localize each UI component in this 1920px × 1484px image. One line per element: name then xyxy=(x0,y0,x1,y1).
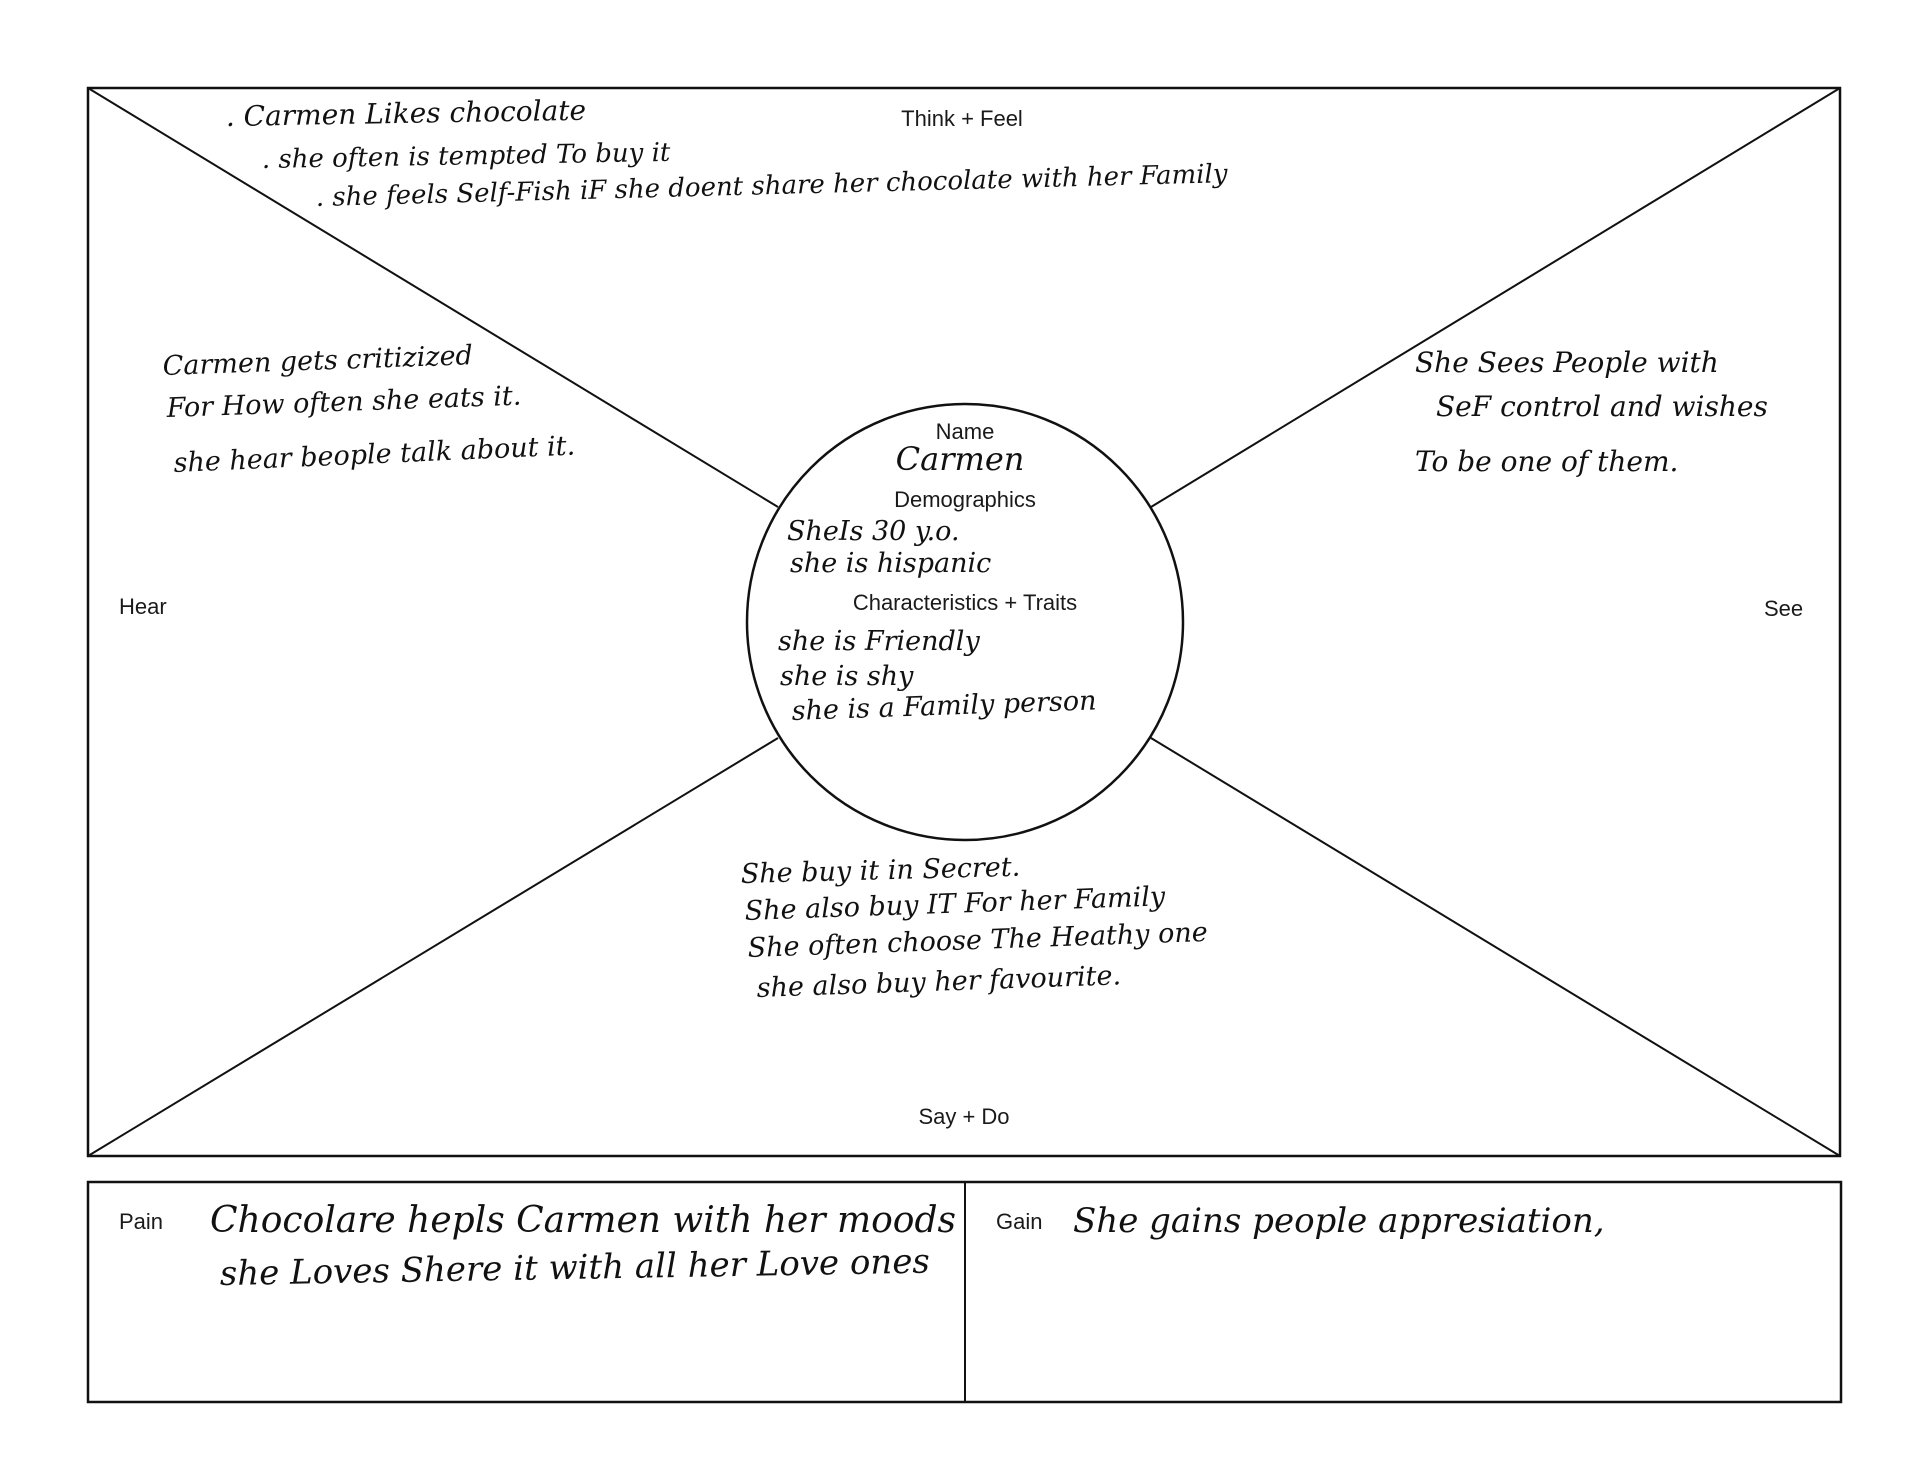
gain-label: Gain xyxy=(996,1209,1042,1234)
say-note-1: She buy it in Secret. xyxy=(740,852,1020,890)
say-note-4: she also buy her favourite. xyxy=(756,960,1121,1004)
think-note-1: . Carmen Likes chocolate xyxy=(226,94,587,133)
think-feel-label: Think + Feel xyxy=(901,106,1023,131)
demographic-age: SheIs 30 y.o. xyxy=(787,516,960,547)
think-note-2: . she often is tempted To buy it xyxy=(262,138,672,175)
say-do-label: Say + Do xyxy=(918,1104,1009,1129)
see-note-3: To be one of them. xyxy=(1415,445,1678,478)
see-label: See xyxy=(1764,596,1803,621)
divider-bottom-left xyxy=(87,737,779,1157)
divider-bottom-right xyxy=(1150,737,1841,1157)
divider-top-right xyxy=(1150,87,1841,508)
hear-note-2: For How often she eats it. xyxy=(165,381,522,424)
demographic-ethnicity: she is hispanic xyxy=(790,548,991,579)
hear-note-1: Carmen gets critizized xyxy=(162,340,473,382)
name-label: Name xyxy=(936,419,995,444)
map-frame xyxy=(86,86,1842,1158)
persona-circle xyxy=(745,402,1185,842)
pain-label: Pain xyxy=(119,1209,163,1234)
name-value: Carmen xyxy=(896,440,1025,478)
hear-label: Hear xyxy=(119,594,167,619)
see-note-1: She Sees People with xyxy=(1415,346,1719,379)
gain-note-1: She gains people appresiation, xyxy=(1073,1201,1605,1241)
pain-note-1: Chocolare hepls Carmen with her moods xyxy=(210,1200,956,1241)
hear-note-3: she hear beople talk about it. xyxy=(173,430,576,478)
pain-note-2: she Loves Shere it with all her Love one… xyxy=(219,1242,930,1294)
trait-shy: she is shy xyxy=(780,661,914,692)
see-note-2: SeF control and wishes xyxy=(1436,390,1768,423)
divider-top-left xyxy=(87,87,779,508)
demographics-label: Demographics xyxy=(894,487,1036,512)
traits-label: Characteristics + Traits xyxy=(853,590,1077,615)
trait-friendly: she is Friendly xyxy=(778,626,980,657)
